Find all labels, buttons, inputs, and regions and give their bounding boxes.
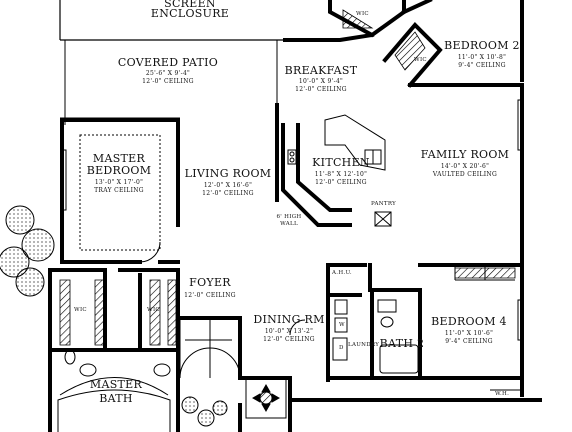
bedroom4-ceiling: 9'-4" CEILING <box>445 338 493 345</box>
kitchen-label: KITCHEN <box>312 156 370 169</box>
wic-label-master-right: WIC <box>147 307 160 313</box>
wic-label-bedroom2: WIC <box>414 57 427 63</box>
master-bath-label-line1: MASTER <box>89 378 143 391</box>
bedroom4-label: BEDROOM 4 <box>431 315 507 328</box>
wic-label-top: WIC <box>356 11 369 17</box>
water-heater-label: W.H. <box>495 391 510 397</box>
dining-room-ceiling: 12'-0" CEILING <box>263 336 315 343</box>
master-bedroom-dims: 13'-0" X 17'-0" <box>94 179 144 186</box>
living-room-ceiling: 12'-0" CEILING <box>202 190 254 197</box>
screen-enclosure-label: ENCLOSURE <box>150 7 230 20</box>
bedroom2-label: BEDROOM 2 <box>444 39 520 52</box>
kitchen-ceiling: 12'-0" CEILING <box>315 179 367 186</box>
breakfast-label: BREAKFAST <box>284 64 358 77</box>
high-wall-label-line1: 6' HIGH <box>276 214 302 220</box>
entry-planter <box>245 377 287 419</box>
living-room-label: LIVING ROOM <box>184 167 272 180</box>
dining-room-dims: 10'-0" X 13'-2" <box>264 328 314 335</box>
wic-label-master-left: WIC <box>74 307 87 313</box>
breakfast-ceiling: 12'-0" CEILING <box>295 86 347 93</box>
tray-ceiling-outline <box>79 134 161 251</box>
covered-patio-dims: 25'-6" X 9'-4" <box>145 70 191 77</box>
covered-patio-ceiling: 12'-0" CEILING <box>142 78 194 85</box>
washer-label: W <box>339 322 345 328</box>
closet-shelves <box>59 9 516 346</box>
pantry-label: PANTRY <box>371 201 397 207</box>
shrubs <box>0 205 228 427</box>
bath2-label: BATH 2 <box>379 337 425 350</box>
foyer-ceiling: 12'-0" CEILING <box>184 292 236 299</box>
foyer-label: FOYER <box>189 276 231 289</box>
master-bath-label: BATH <box>99 392 133 405</box>
breakfast-dims: 10'-0" X 9'-4" <box>298 78 344 85</box>
ahu-label: A.H.U. <box>332 270 352 276</box>
high-wall-label: WALL <box>280 221 298 227</box>
kitchen-fixtures <box>287 114 392 227</box>
thin-lines <box>61 99 523 391</box>
covered-patio-label: COVERED PATIO <box>117 56 219 69</box>
bedroom4-dims: 11'-0" X 10'-6" <box>444 330 494 337</box>
family-room-dims: 14'-0" X 20'-6" <box>440 163 490 170</box>
master-bedroom-label: BEDROOM <box>86 164 152 177</box>
kitchen-dims: 11'-8" X 12'-10" <box>314 171 368 178</box>
dryer-label: D <box>339 345 344 351</box>
master-bedroom-label-line1: MASTER <box>92 152 146 165</box>
family-room-label: FAMILY ROOM <box>420 148 510 161</box>
bedroom2-dims: 11'-0" X 10'-8" <box>457 54 507 61</box>
dining-room-label: DINING RM <box>253 313 325 326</box>
laundry-label: LAUNDRY <box>348 342 380 348</box>
bath-fixtures <box>57 299 419 432</box>
bedroom2-ceiling: 9'-4" CEILING <box>458 62 506 69</box>
screen-enclosure-label-line1: SCREEN <box>164 0 216 10</box>
family-room-ceiling: VAULTED CEILING <box>432 171 498 178</box>
living-room-dims: 12'-0" X 16'-6" <box>203 182 253 189</box>
master-bedroom-ceiling: TRAY CEILING <box>94 187 144 194</box>
